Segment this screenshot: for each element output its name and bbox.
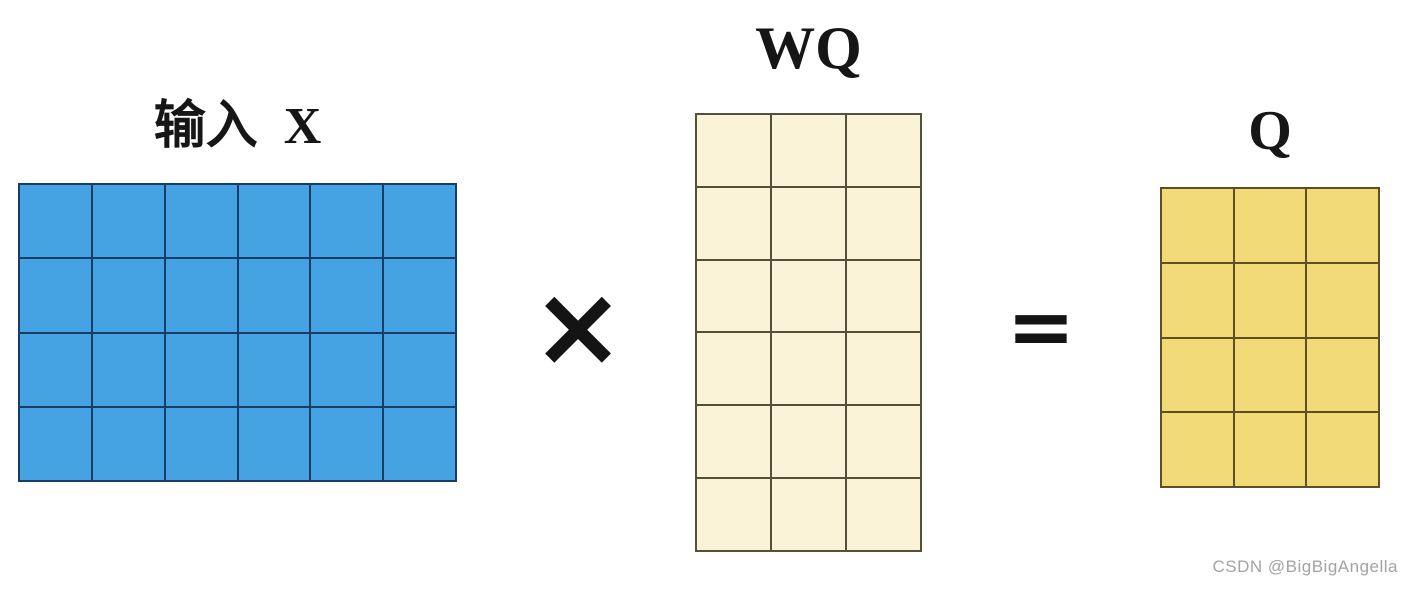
- matrix-cell: [772, 406, 845, 478]
- matrix-cell: [1162, 189, 1233, 262]
- matrix-cell: [772, 260, 845, 332]
- matrix-cell: [847, 333, 920, 405]
- matrix-cell: [847, 260, 920, 332]
- matrix-cell: [1234, 189, 1306, 262]
- matrix-cell: [238, 333, 310, 406]
- matrix-cell: [1307, 263, 1378, 337]
- matrix-cell: [1234, 413, 1306, 486]
- matrix-cell: [238, 185, 310, 258]
- matrix-x: [18, 183, 457, 482]
- matrix-cell: [165, 333, 237, 406]
- matrix-cell: [847, 187, 920, 259]
- matrix-cell: [20, 333, 91, 406]
- matrix-cell: [772, 115, 845, 186]
- matrix-cell: [311, 333, 383, 406]
- matrix-cell: [20, 259, 91, 332]
- matrix-cell: [92, 259, 164, 332]
- matrix-cell: [1162, 413, 1233, 486]
- watermark: CSDN @BigBigAngella: [1212, 557, 1398, 576]
- matrix-cell: [311, 407, 383, 480]
- q-matrix-label: Q: [1248, 100, 1292, 162]
- matrix-cell: [165, 407, 237, 480]
- matrix-cell: [1162, 338, 1233, 412]
- matrix-cell: [847, 115, 920, 186]
- matrix-cell: [697, 406, 770, 478]
- multiply-operator-icon: ×: [531, 262, 625, 392]
- matrix-cell: [92, 333, 164, 406]
- matrix-cell: [165, 185, 237, 258]
- matrix-cell: [1307, 189, 1378, 262]
- matrix-cell: [238, 407, 310, 480]
- matrix-cell: [697, 479, 770, 550]
- input-matrix-label: 输入 X: [153, 98, 322, 155]
- matrix-cell: [1162, 263, 1233, 337]
- matrix-cell: [697, 333, 770, 405]
- matrix-cell: [384, 333, 455, 406]
- matrix-cell: [311, 185, 383, 258]
- matrix-cell: [697, 115, 770, 186]
- matrix-cell: [311, 259, 383, 332]
- matrix-cell: [1307, 413, 1378, 486]
- matrix-cell: [772, 187, 845, 259]
- matrix-cell: [384, 259, 455, 332]
- equals-operator-icon: =: [1006, 280, 1076, 375]
- matrix-wq: [695, 113, 922, 552]
- matrix-cell: [697, 187, 770, 259]
- matrix-cell: [384, 185, 455, 258]
- wq-matrix-label: WQ: [755, 15, 862, 81]
- matrix-cell: [772, 479, 845, 550]
- matrix-cell: [165, 259, 237, 332]
- matrix-cell: [1234, 263, 1306, 337]
- matrix-cell: [1234, 338, 1306, 412]
- matrix-cell: [847, 479, 920, 550]
- matrix-cell: [697, 260, 770, 332]
- matrix-cell: [20, 185, 91, 258]
- matrix-cell: [20, 407, 91, 480]
- matrix-cell: [384, 407, 455, 480]
- matrix-cell: [92, 407, 164, 480]
- matrix-cell: [92, 185, 164, 258]
- matrix-cell: [238, 259, 310, 332]
- matrix-cell: [847, 406, 920, 478]
- matrix-cell: [1307, 338, 1378, 412]
- matrix-q: [1160, 187, 1380, 488]
- matrix-cell: [772, 333, 845, 405]
